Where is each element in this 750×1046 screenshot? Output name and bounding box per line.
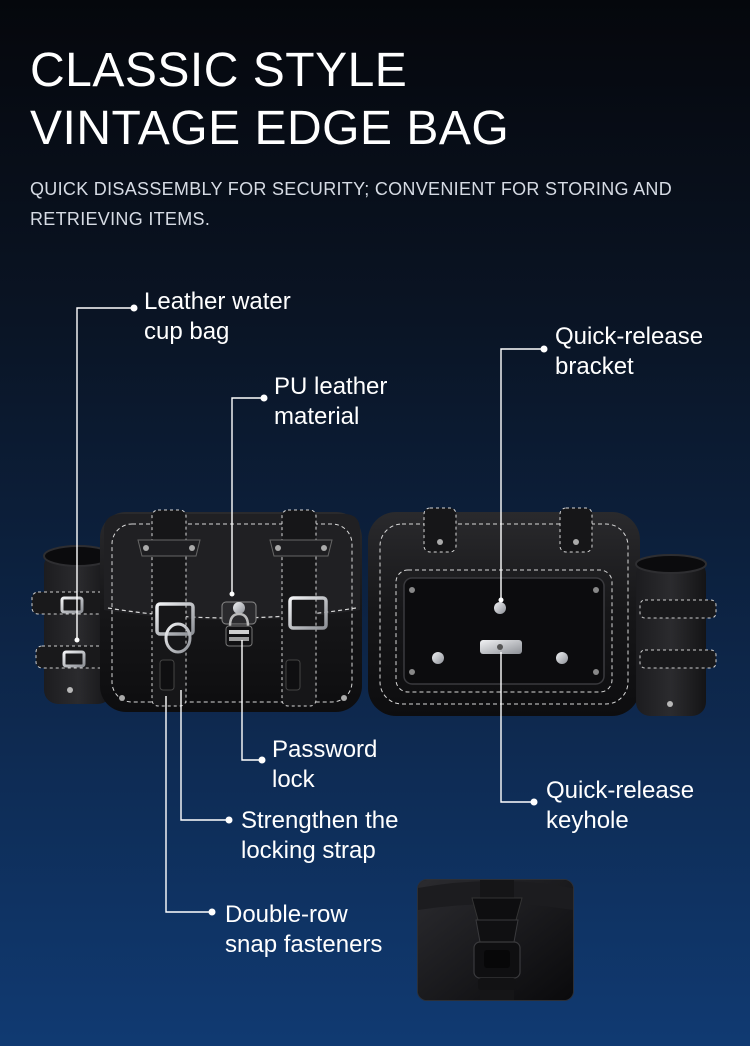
left-cup-holder — [31, 545, 115, 704]
title-line-1: CLASSIC STYLE — [30, 44, 408, 97]
callout-locking-strap: Strengthen the locking strap — [241, 807, 399, 864]
leader-strap — [180, 690, 229, 821]
leader-snap — [165, 696, 212, 913]
leader-water-cup — [76, 307, 134, 640]
callout-quick-release-keyhole: Quick-release keyhole — [546, 777, 695, 834]
left-main-bag — [100, 509, 362, 712]
snap-fastener-detail-image — [417, 879, 574, 1001]
right-cup-holder — [635, 554, 717, 716]
leader-bracket — [500, 348, 544, 600]
page-title: CLASSIC STYLE VINTAGE EDGE BAG — [30, 42, 509, 158]
callout-password-lock: Password lock — [272, 736, 378, 793]
callout-quick-release-bracket: Quick-release bracket — [555, 323, 704, 380]
right-main-bag — [368, 507, 640, 716]
page-subtitle: QUICK DISASSEMBLY FOR SECURITY; CONVENIE… — [30, 179, 673, 229]
buckle-graphic — [418, 880, 573, 1000]
callout-water-cup: Leather water cup bag — [144, 288, 291, 345]
leader-password-lock — [241, 640, 262, 761]
callout-pu-leather: PU leather material — [274, 373, 388, 430]
leader-pu-leather — [231, 397, 264, 594]
title-line-2: VINTAGE EDGE BAG — [30, 102, 510, 155]
leader-keyhole — [500, 652, 534, 803]
password-lock-graphic — [221, 601, 257, 647]
callout-snap-fasteners: Double-row snap fasteners — [225, 901, 383, 958]
